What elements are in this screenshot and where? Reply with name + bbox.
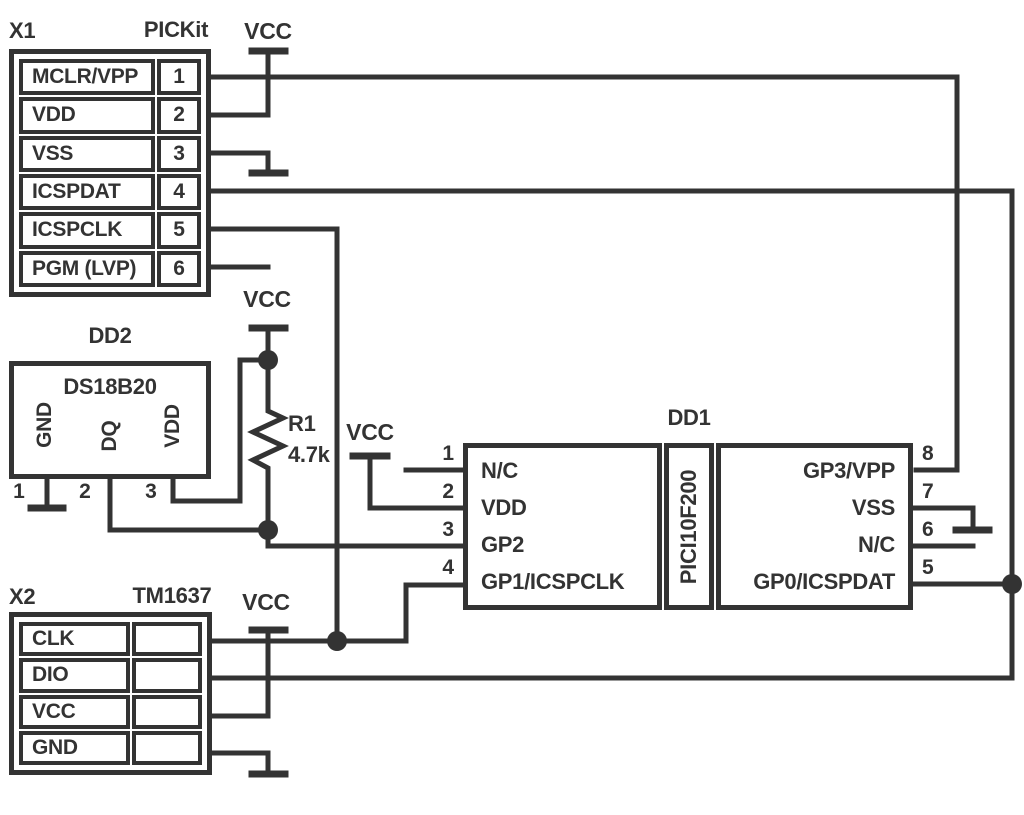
dd1-pin-number: 1 [442, 442, 454, 465]
dd2-pin-name: GND [33, 402, 56, 448]
dd1-pin-number: 8 [922, 442, 934, 465]
resistor-r1-body [247, 357, 289, 533]
junction-dot [327, 631, 347, 651]
x1-pin-name: VSS [19, 135, 155, 172]
x1-pin-number: 1 [157, 59, 201, 96]
wire-icspdat-to-gp0-dio [208, 188, 1015, 681]
x1-ref-label: X1 [9, 18, 36, 43]
x2-pin-cell [132, 730, 202, 765]
wire-x2-gnd [211, 750, 271, 775]
wire-x2-vcc [211, 627, 271, 719]
x2-part-label: TM1637 [132, 583, 212, 608]
x2-row: DIO [19, 658, 202, 693]
x2-row: GND [19, 730, 202, 765]
x2-pin-name: DIO [19, 658, 130, 693]
dd1-pin-number: 2 [442, 480, 454, 503]
dd1-pin-name: GP1/ICSPCLK [481, 568, 625, 594]
x1-pin-name: MCLR/VPP [19, 59, 155, 96]
wire-mclr-vpp-to-gp3 [208, 74, 960, 473]
x1-pin-name: ICSPCLK [19, 212, 155, 249]
x2-pin-name: VCC [19, 694, 130, 729]
x2-row: VCC [19, 694, 202, 729]
dd1-right-section: GP3/VPP VSS N/C GP0/ICSPDAT [716, 443, 913, 610]
x1-row: ICSPCLK 5 [19, 212, 201, 249]
r1-value-label: 4.7k [288, 442, 330, 467]
x1-row: VDD 2 [19, 97, 201, 134]
dd1-pin-name: GP2 [481, 531, 525, 557]
dd2-part-label: DS18B20 [63, 374, 157, 399]
dd2-ref-label: DD2 [88, 323, 132, 348]
dd1-pin-name: VSS [851, 495, 895, 521]
x1-part-label: PICKit [143, 17, 209, 42]
wire-dd1-vdd-to-vcc [367, 453, 465, 511]
x1-row: PGM (LVP) 6 [19, 250, 201, 287]
wire-clk-to-gp1 [211, 582, 465, 644]
dd1-pin-number: 3 [442, 518, 454, 541]
r1-ref-label: R1 [288, 411, 316, 436]
vcc-net-label: VCC [346, 419, 394, 445]
dd1-pin-name: N/C [481, 458, 518, 484]
dd1-pin-name: GP0/ICSPDAT [753, 568, 895, 594]
junction-dot [1002, 574, 1022, 594]
dd1-pin-name: N/C [858, 531, 895, 557]
dd1-pin-name: GP3/VPP [802, 458, 895, 484]
x2-connector: CLK DIO VCC GND [9, 612, 212, 775]
vcc-net-label: VCC [243, 286, 291, 312]
dd1-center-section [664, 443, 714, 610]
dd2-pin-number: 2 [79, 480, 91, 503]
dd2-pin-name: DQ [98, 420, 121, 452]
wire-vss-to-gnd [208, 150, 271, 174]
x2-pin-cell [132, 622, 202, 657]
x1-pin-name: VDD [19, 97, 155, 134]
x2-pin-name: CLK [19, 622, 130, 657]
dd2-pin-name: VDD [161, 404, 184, 448]
dd1-left-section: N/C VDD GP2 GP1/ICSPCLK [463, 443, 662, 610]
x1-connector: MCLR/VPP 1 VDD 2 VSS 3 ICSPDAT 4 ICSPCLK… [9, 49, 211, 297]
x2-row: CLK [19, 622, 202, 657]
dd1-pin-number: 4 [442, 556, 454, 579]
wire-vdd-to-vcc [208, 48, 271, 118]
wire-dd1-vss-to-gnd [911, 505, 976, 531]
x2-ref-label: X2 [9, 584, 36, 609]
x2-pin-name: GND [19, 730, 130, 765]
x1-row: MCLR/VPP 1 [19, 59, 201, 96]
x1-pin-number: 3 [157, 135, 201, 172]
dd1-pin-name: VDD [481, 495, 527, 521]
wire-icspclk-down [208, 226, 340, 644]
dd2-sensor: DS18B20 [9, 361, 211, 479]
x1-pin-number: 5 [157, 212, 201, 249]
dd1-pin-number: 6 [922, 518, 934, 541]
x2-pin-cell [132, 694, 202, 729]
junction-dot [258, 350, 278, 370]
dd1-pin-number: 7 [922, 480, 934, 503]
vcc-net-label: VCC [242, 589, 290, 615]
dd1-pin-number: 5 [922, 556, 934, 579]
x1-pin-number: 6 [157, 250, 201, 287]
x1-row: VSS 3 [19, 135, 201, 172]
wire-dd2-dq [107, 476, 271, 533]
dd1-ref-label: DD1 [667, 405, 711, 430]
x1-pin-name: PGM (LVP) [19, 250, 155, 287]
dd2-pin-number: 1 [13, 480, 25, 503]
junction-dot [258, 520, 278, 540]
x1-row: ICSPDAT 4 [19, 173, 201, 211]
x2-pin-cell [132, 658, 202, 693]
wire-dd2-vdd-to-vcc [170, 357, 271, 504]
dd1-part-label: PICI10F200 [676, 469, 701, 585]
x1-pin-name: ICSPDAT [19, 173, 155, 211]
x1-pin-number: 4 [157, 173, 201, 211]
dd2-pin-number: 3 [145, 480, 157, 503]
vcc-net-label: VCC [244, 18, 292, 44]
x1-pin-number: 2 [157, 97, 201, 134]
